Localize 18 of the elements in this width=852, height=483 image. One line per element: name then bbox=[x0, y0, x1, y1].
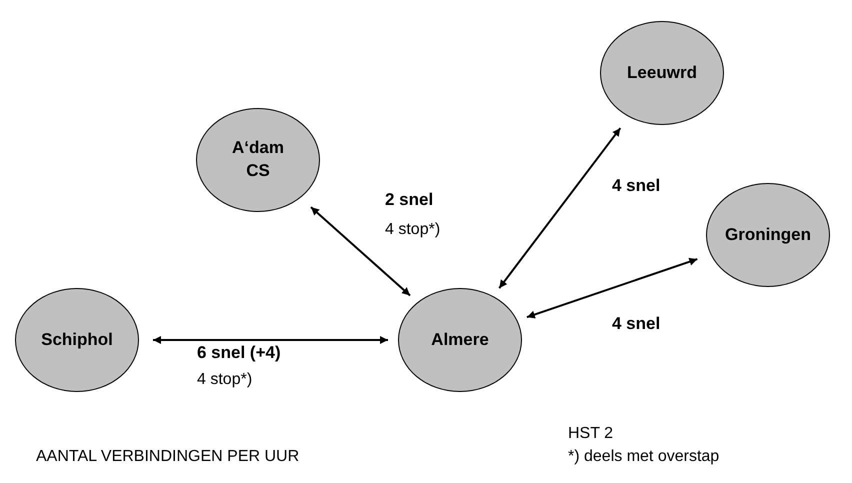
station-name: Schiphol bbox=[41, 328, 113, 351]
note-text: *) deels met overstap bbox=[568, 448, 720, 466]
note-text: 4 stop*) bbox=[197, 371, 252, 389]
note-text: 4 stop*) bbox=[385, 221, 440, 239]
station-name: Leeuwrd bbox=[627, 62, 697, 84]
note-text: HST 2 bbox=[568, 425, 614, 443]
station-name: Groningen bbox=[725, 224, 811, 246]
double-arrow bbox=[153, 336, 388, 344]
double-arrow bbox=[310, 206, 411, 296]
edge-label: 4 snel bbox=[612, 176, 660, 196]
station-name: A‘dam CS bbox=[231, 137, 285, 182]
edge-label: 4 snel bbox=[612, 314, 660, 334]
station-name: Almere bbox=[431, 328, 489, 351]
note-text: AANTAL VERBINDINGEN PER UUR bbox=[36, 448, 300, 466]
edge-label: 2 snel bbox=[385, 190, 434, 210]
double-arrow bbox=[498, 127, 622, 289]
double-arrow bbox=[526, 258, 698, 318]
edge-label: 6 snel (+4) bbox=[197, 343, 281, 363]
